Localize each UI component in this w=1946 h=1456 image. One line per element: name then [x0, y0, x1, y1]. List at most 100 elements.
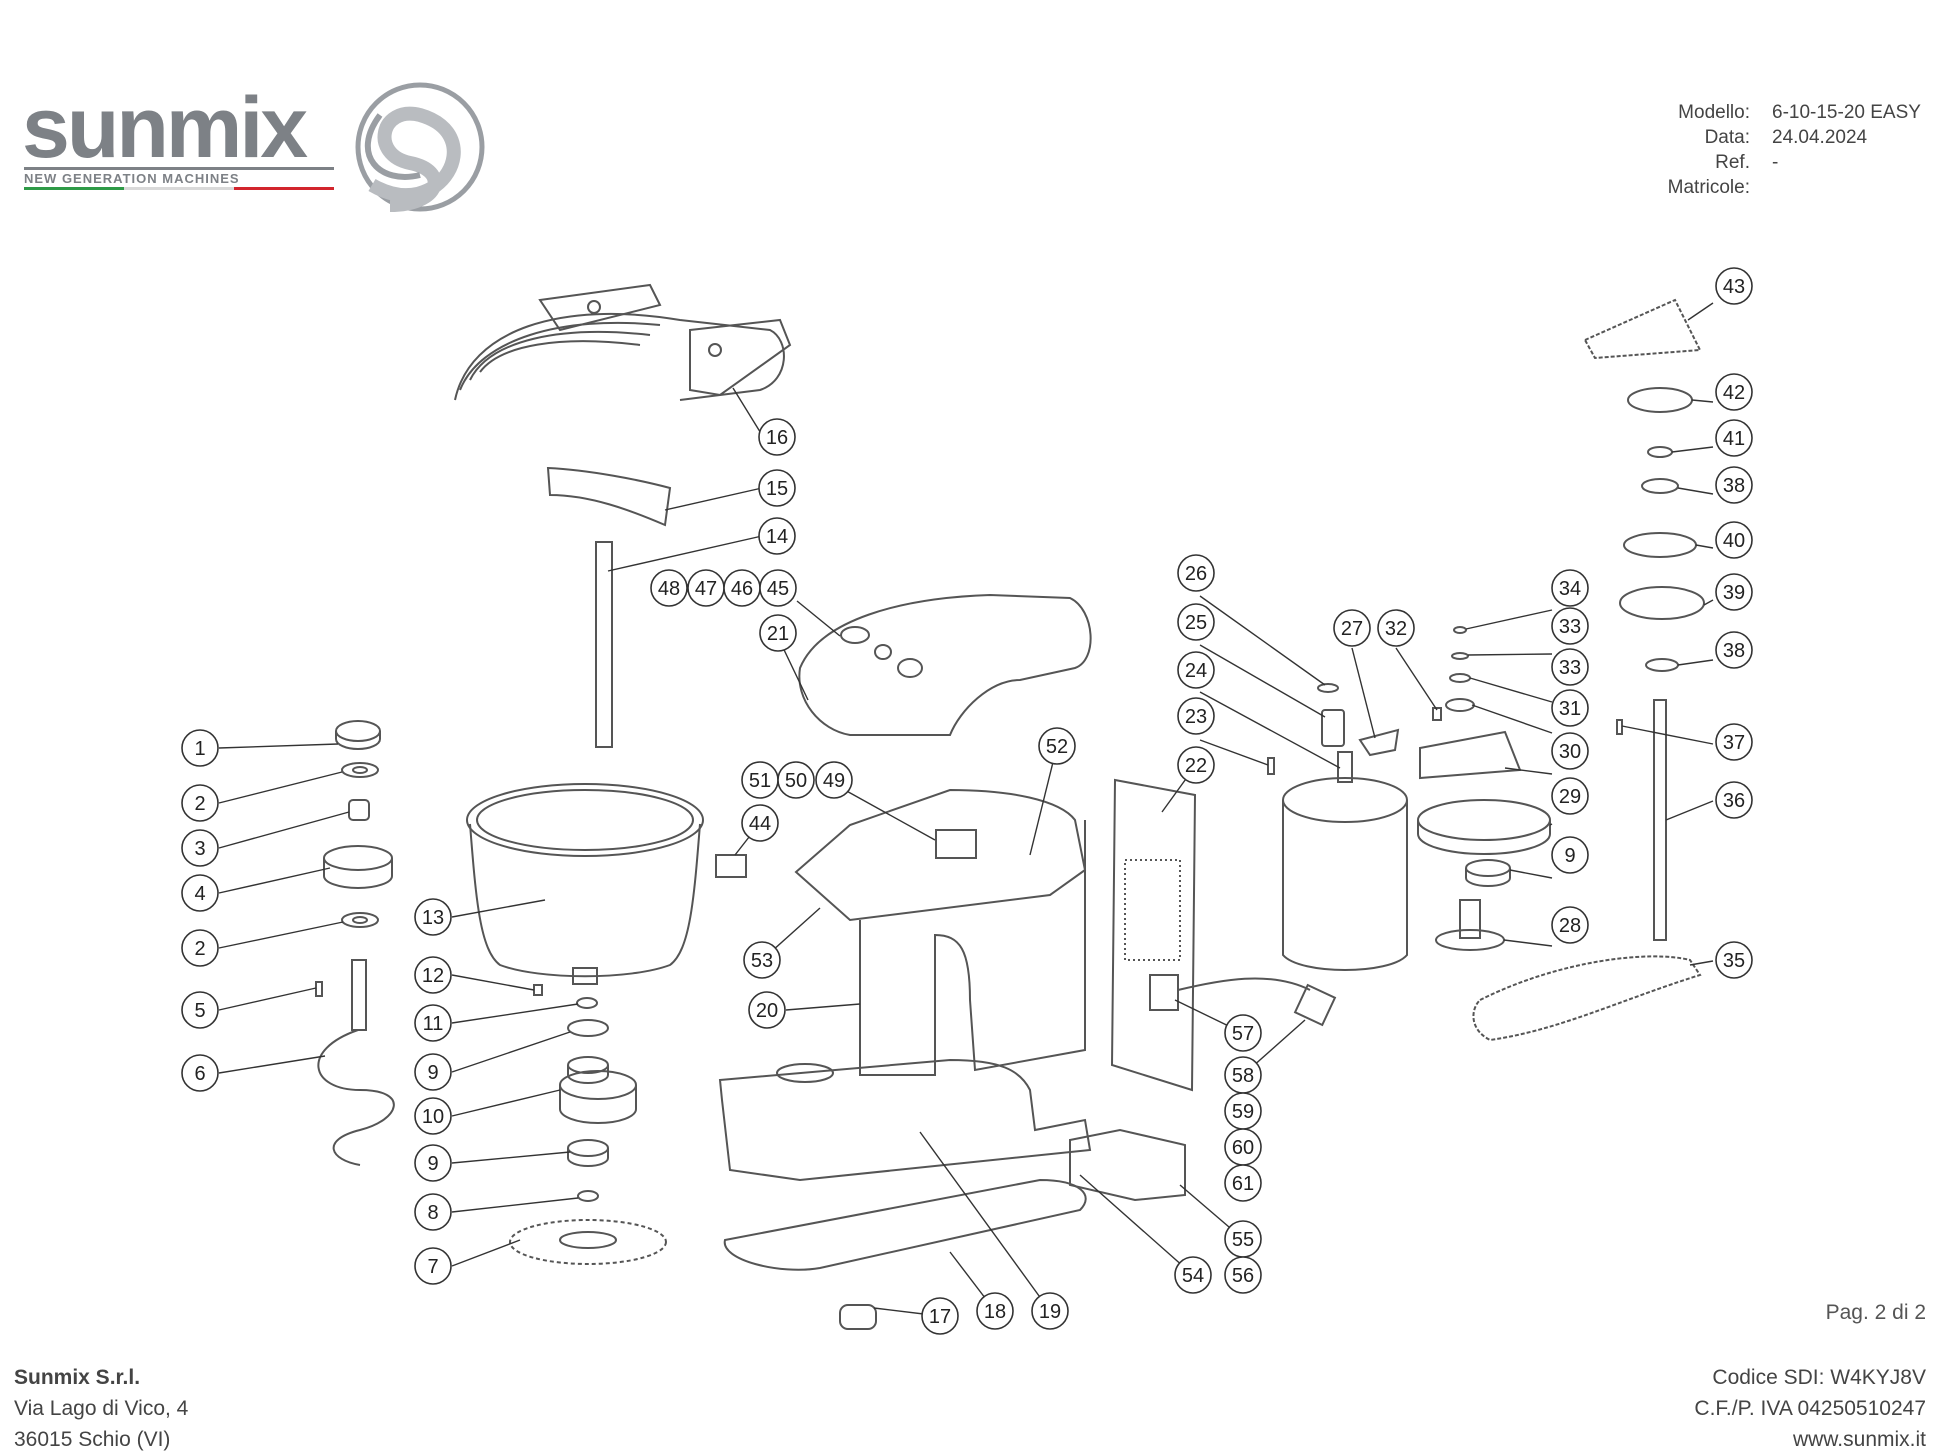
part-callout-circle	[414, 1247, 452, 1285]
part-callout-circle	[650, 569, 688, 607]
part-callout-circle	[1224, 1256, 1262, 1294]
part-callout: 31	[1551, 689, 1589, 727]
part-callout: 18	[976, 1292, 1014, 1330]
part-callout-number: 9	[427, 1062, 438, 1084]
ref-label: Ref.	[1715, 152, 1750, 173]
date-row: Data:24.04.2024	[1620, 125, 1940, 150]
part-callout-number: 54	[1182, 1265, 1204, 1287]
part-callout: 6	[181, 1054, 219, 1092]
part-callout-number: 43	[1723, 276, 1745, 298]
part-callout-number: 21	[767, 623, 789, 645]
part-callout: 56	[1224, 1256, 1262, 1294]
part-callout: 36	[1715, 781, 1753, 819]
model-info-block: Modello:6-10-15-20 EASY Data:24.04.2024 …	[1620, 100, 1940, 200]
part-callout-number: 15	[766, 478, 788, 500]
part-callout: 43	[1715, 267, 1753, 305]
company-address-city: 36015 Schio (VI)	[14, 1428, 171, 1451]
part-callout-circle	[741, 804, 779, 842]
part-callout-circle	[1174, 1256, 1212, 1294]
part-callout-circle	[1715, 419, 1753, 457]
part-callout: 32	[1377, 609, 1415, 647]
part-callout-circle	[1224, 1164, 1262, 1202]
part-callout-number: 34	[1559, 578, 1581, 600]
part-callout-circle	[1551, 648, 1589, 686]
part-callout: 13	[414, 898, 452, 936]
part-callout-number: 2	[194, 938, 205, 960]
model-value: 6-10-15-20 EASY	[1772, 102, 1921, 123]
part-callout: 8	[414, 1193, 452, 1231]
part-callout-number: 37	[1723, 732, 1745, 754]
part-callout: 35	[1715, 941, 1753, 979]
part-callout: 1	[181, 729, 219, 767]
part-callout: 51	[741, 761, 779, 799]
part-callout-number: 45	[767, 578, 789, 600]
part-callout-number: 9	[1564, 845, 1575, 867]
part-callout-circle	[414, 1144, 452, 1182]
part-callout-number: 28	[1559, 915, 1581, 937]
part-callout-number: 1	[194, 738, 205, 760]
part-callout-circle	[759, 569, 797, 607]
part-callout: 61	[1224, 1164, 1262, 1202]
part-callout-circle	[181, 991, 219, 1029]
logo-brand-text: sunmix	[22, 80, 308, 176]
part-callout-number: 27	[1341, 618, 1363, 640]
part-callout: 54	[1174, 1256, 1212, 1294]
part-callout-circle	[976, 1292, 1014, 1330]
part-callout-circle	[1224, 1014, 1262, 1052]
sunmix-logo: sunmix NEW GENERATION MACHINES	[20, 75, 500, 235]
part-callout: 21	[759, 614, 797, 652]
page-number: Pag. 2 di 2	[1825, 1301, 1926, 1324]
website-link[interactable]: www.sunmix.it	[1792, 1428, 1926, 1451]
part-callout: 41	[1715, 419, 1753, 457]
part-callout-circle	[758, 517, 796, 555]
part-callout-number: 47	[695, 578, 717, 600]
part-callout-number: 29	[1559, 786, 1581, 808]
part-callout-circle	[758, 418, 796, 456]
part-callout: 39	[1715, 573, 1753, 611]
part-callout: 33	[1551, 648, 1589, 686]
part-callout: 50	[777, 761, 815, 799]
part-callout: 28	[1551, 906, 1589, 944]
part-callout-number: 18	[984, 1301, 1006, 1323]
part-callout-circle	[815, 761, 853, 799]
part-callout-circle	[1177, 554, 1215, 592]
part-callout: 38	[1715, 466, 1753, 504]
part-callout: 11	[414, 1004, 452, 1042]
ref-value: -	[1772, 152, 1779, 173]
part-callout-circle	[1715, 631, 1753, 669]
part-callout: 5	[181, 991, 219, 1029]
vat-number: C.F./P. IVA 04250510247	[1694, 1397, 1926, 1420]
part-callout: 23	[1177, 697, 1215, 735]
serial-row: Matricole:	[1620, 175, 1940, 200]
part-callout-circle	[1551, 777, 1589, 815]
part-callout: 4	[181, 874, 219, 912]
part-callout: 34	[1551, 569, 1589, 607]
part-callout-circle	[1177, 746, 1215, 784]
part-callout: 22	[1177, 746, 1215, 784]
part-callout-circle	[1177, 697, 1215, 735]
part-callout: 47	[687, 569, 725, 607]
part-callout-circle	[1333, 609, 1371, 647]
part-callout-circle	[1377, 609, 1415, 647]
part-callout: 27	[1333, 609, 1371, 647]
part-callout-number: 22	[1185, 755, 1207, 777]
part-callout-number: 55	[1232, 1229, 1254, 1251]
footer-legal-block: Codice SDI: W4KYJ8V C.F./P. IVA 04250510…	[1694, 1362, 1926, 1455]
part-callout-number: 41	[1723, 428, 1745, 450]
part-callout: 45	[759, 569, 797, 607]
part-callout: 3	[181, 829, 219, 867]
part-callout: 29	[1551, 777, 1589, 815]
part-callout-number: 13	[422, 907, 444, 929]
part-callout: 53	[743, 941, 781, 979]
part-callout-circle	[1551, 732, 1589, 770]
part-callout-number: 46	[731, 578, 753, 600]
part-callout-circle	[414, 956, 452, 994]
part-callout-circle	[414, 1053, 452, 1091]
part-callout-circle	[414, 1097, 452, 1135]
part-callout: 48	[650, 569, 688, 607]
company-address-street: Via Lago di Vico, 4	[14, 1397, 189, 1420]
part-callout-circle	[921, 1297, 959, 1335]
part-callout-circle	[1551, 607, 1589, 645]
